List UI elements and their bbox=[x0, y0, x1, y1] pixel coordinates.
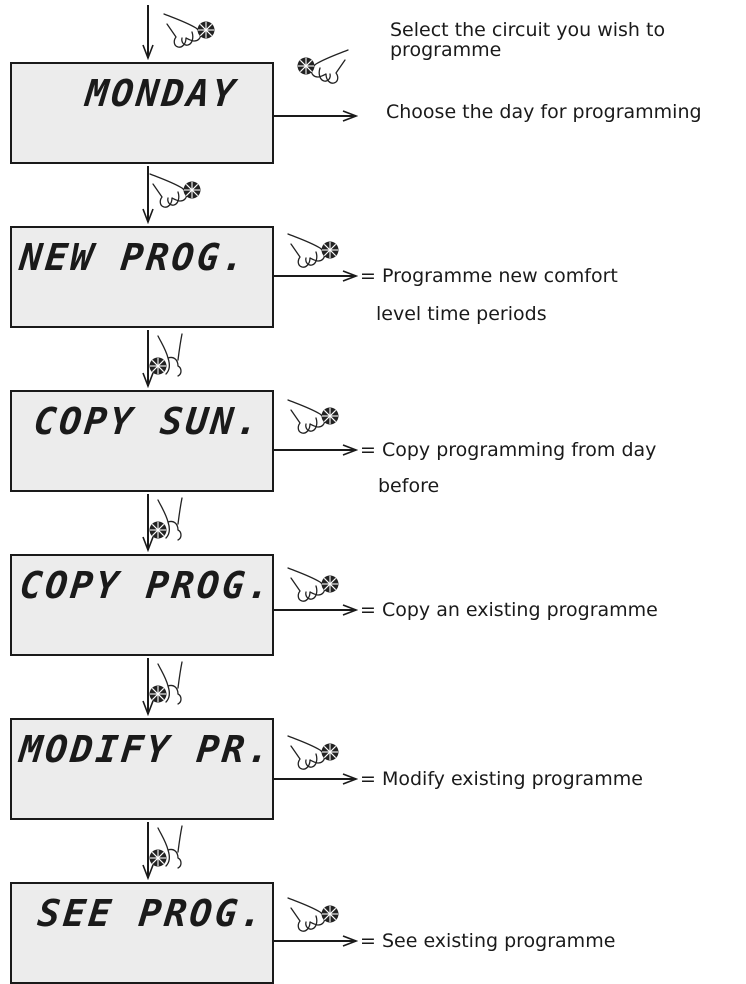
desc-copy-sun: = Copy programming from day bbox=[360, 439, 657, 461]
hand-turn-dial-icon bbox=[164, 14, 215, 47]
desc-copy-sun-2: before bbox=[378, 475, 440, 497]
lcd-text: COPY PROG. bbox=[17, 564, 276, 607]
desc-monday: Choose the day for programming bbox=[386, 101, 702, 123]
hand-turn-dial-icon bbox=[288, 568, 339, 601]
lcd-screen-monday: MONDAY bbox=[10, 62, 274, 164]
desc-see-prog: = See existing programme bbox=[360, 930, 616, 952]
hand-turn-dial-icon bbox=[150, 174, 201, 207]
lcd-text: NEW PROG. bbox=[17, 236, 250, 279]
hand-turn-dial-icon bbox=[288, 736, 339, 769]
desc-new-prog-2: level time periods bbox=[376, 303, 547, 325]
hand-press-dial-icon bbox=[150, 334, 183, 376]
lcd-text: SEE PROG. bbox=[35, 892, 268, 935]
desc-new-prog: = Programme new comfort bbox=[360, 265, 618, 287]
intro-line-2: programme bbox=[390, 39, 502, 61]
lcd-screen-new-prog: NEW PROG. bbox=[10, 226, 274, 328]
hand-press-dial-icon bbox=[150, 662, 183, 704]
lcd-text: MODIFY PR. bbox=[17, 728, 276, 771]
lcd-screen-see-prog: SEE PROG. bbox=[10, 882, 274, 984]
lcd-text: COPY SUN. bbox=[31, 400, 264, 443]
desc-copy-prog: = Copy an existing programme bbox=[360, 599, 658, 621]
lcd-text: MONDAY bbox=[83, 72, 240, 115]
hand-press-dial-icon bbox=[150, 498, 183, 540]
hand-press-dial-icon bbox=[150, 826, 183, 868]
lcd-screen-copy-prog: COPY PROG. bbox=[10, 554, 275, 656]
hand-turn-dial-icon bbox=[288, 234, 339, 267]
desc-modify-pr: = Modify existing programme bbox=[360, 768, 643, 790]
lcd-screen-copy-sun: COPY SUN. bbox=[10, 390, 274, 492]
intro-line-1: Select the circuit you wish to bbox=[390, 19, 666, 41]
lcd-screen-modify-pr: MODIFY PR. bbox=[10, 718, 275, 820]
